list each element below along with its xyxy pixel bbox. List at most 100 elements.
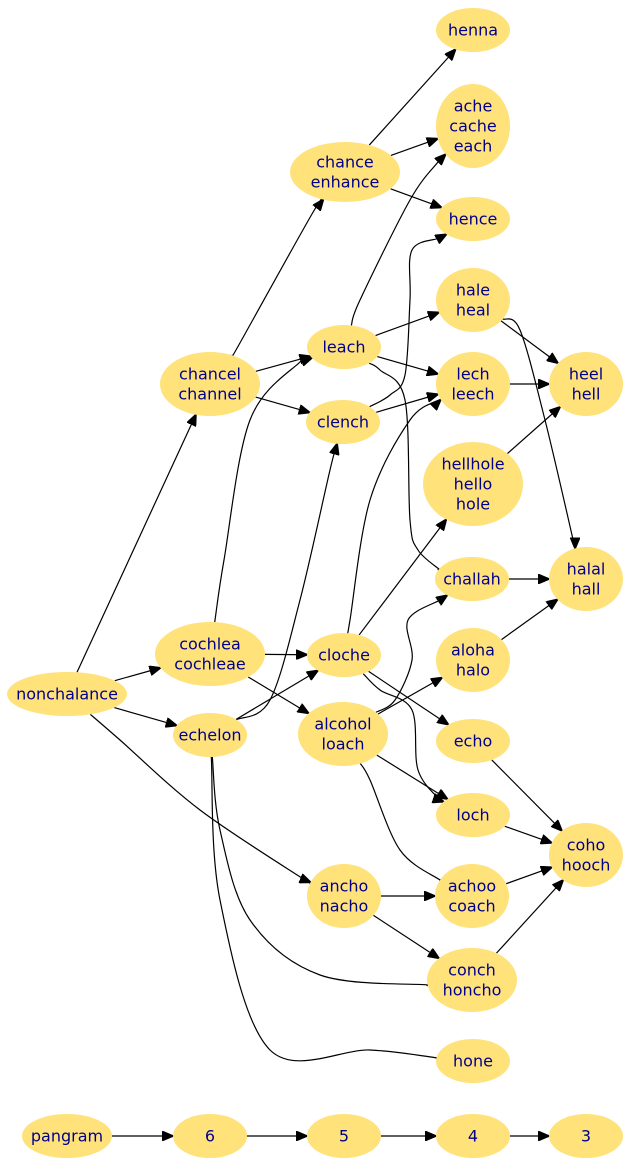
node-label: nacho [320,897,369,916]
node-clench: clench [306,400,380,444]
node-hence: hence [436,197,510,241]
edge-nonchalance-to-cochlea [114,668,161,682]
node-ellipse [307,325,381,369]
node-ellipse [173,713,247,757]
node-ellipse [549,1114,623,1158]
node-ellipse [436,84,510,168]
node-label: cache [449,117,496,136]
node-label: conch [448,961,496,980]
edge-chance-to-ache [390,139,438,157]
node-ellipse [436,197,510,241]
node-label: 6 [205,1127,215,1146]
node-label: heal [456,301,490,320]
node-label: clench [317,413,369,432]
node-label: hell [572,385,601,404]
edge-cloche-to-hellhole [358,519,446,636]
node-ellipse [307,1114,381,1158]
node-label: leach [322,338,365,357]
node-label: hale [456,281,490,300]
edge-chancel-to-clench [255,396,310,412]
node-echelon: echelon [173,713,247,757]
node-cloche: cloche [307,633,381,677]
edge-clench-to-hence [369,234,447,408]
node-ellipse [307,633,381,677]
node-label: ancho [320,877,369,896]
node-label: halo [456,661,490,680]
node-label: honcho [443,981,502,1000]
node-ellipse [549,823,623,887]
node-label: ache [454,97,493,116]
node-label: hence [449,210,498,229]
node-label: coach [448,897,495,916]
edge-cochlea-to-alcohol [247,676,308,713]
edge-leach-to-hale [375,312,439,337]
node-label: pangram [31,1127,103,1146]
edge-alcohol-to-loch [376,754,448,799]
node-ellipse [155,622,265,686]
node-label: 5 [339,1127,349,1146]
node-ellipse [290,142,400,202]
node-ellipse [549,352,623,416]
node-ellipse [435,864,509,928]
node-ellipse [173,1114,247,1158]
edge-leach-to-lech [377,355,438,374]
node-ellipse [436,628,510,692]
edge-alcohol-to-aloha [377,678,442,715]
node-k3: 3 [549,1114,623,1158]
edge-cochlea-to-leach [214,355,312,623]
edge-conch-to-coho [496,880,563,954]
node-henna: henna [436,8,510,52]
node-k4: 4 [436,1114,510,1158]
node-ellipse [436,719,510,763]
node-label: channel [178,385,241,404]
edge-leach-to-ache [350,154,445,326]
node-label: chance [316,153,374,172]
node-ellipse [22,1114,112,1158]
node-label: hellhole [441,455,504,474]
edge-echelon-to-cloche [235,671,318,720]
node-ellipse [160,352,260,416]
node-label: loch [456,806,489,825]
node-label: nonchalance [16,685,118,704]
edge-chancel-to-leach [255,356,311,372]
node-label: henna [448,21,498,40]
node-label: each [454,137,493,156]
node-ellipse [427,948,517,1012]
edge-echelon-to-clench [236,444,337,721]
edge-clench-to-lech [376,394,438,413]
node-ellipse [436,1114,510,1158]
node-ellipse [436,793,510,837]
node-k6: 6 [173,1114,247,1158]
edge-alcohol-to-challah [375,595,447,713]
edge-loch-to-coho [504,825,552,843]
node-label: cochlea [179,635,241,654]
edge-alcohol-to-achoo [359,763,443,883]
node-ellipse [435,557,509,601]
node-label: challah [443,570,501,589]
node-label: aloha [451,641,495,660]
edge-hellhole-to-heel [507,407,560,454]
node-echo: echo [436,719,510,763]
edge-nonchalance-to-chancel [76,415,196,673]
node-label: chancel [179,365,241,384]
edge-hale-to-heel [500,320,558,363]
node-ellipse [436,1039,510,1083]
node-label: heel [569,365,603,384]
node-label: enhance [311,173,380,192]
node-label: alcohol [314,715,371,734]
edge-hale-to-halal [502,318,577,559]
edge-achoo-to-coho [505,867,552,885]
node-ellipse [436,268,510,332]
node-label: achoo [448,877,496,896]
node-label: cochleae [174,655,245,674]
